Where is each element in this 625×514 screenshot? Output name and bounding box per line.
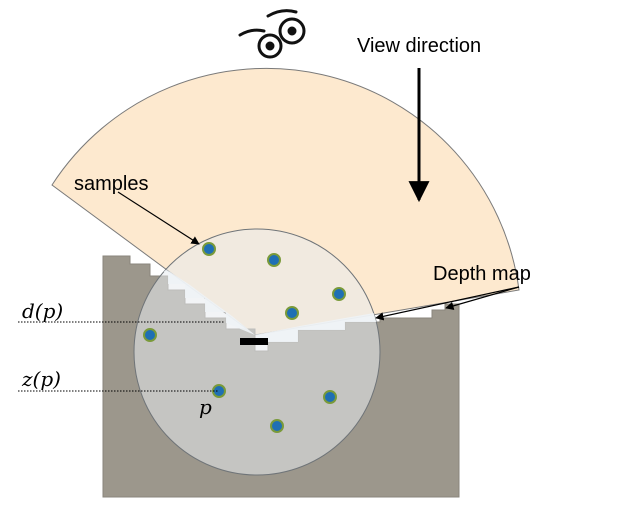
sample-point	[267, 253, 281, 267]
sample-point	[270, 419, 284, 433]
depth-marker	[240, 338, 268, 345]
sample-point	[143, 328, 157, 342]
sample-point	[332, 287, 346, 301]
sample-point	[323, 390, 337, 404]
samples-arrow	[117, 191, 200, 245]
samples-label: samples	[74, 173, 148, 195]
depth-map-arrow-right	[445, 286, 520, 310]
z-of-p-label: z(p)	[21, 367, 61, 391]
sample-points	[143, 242, 346, 433]
sample-point	[285, 306, 299, 320]
depth-map-label: Depth map	[433, 263, 531, 285]
view-direction-label: View direction	[357, 35, 481, 57]
eye-camera-icon	[238, 9, 306, 59]
sample-point	[202, 242, 216, 256]
p-label: p	[199, 395, 212, 419]
d-of-p-label: d(p)	[22, 299, 63, 323]
visible-band	[150, 264, 380, 342]
sample-sphere	[133, 228, 381, 476]
